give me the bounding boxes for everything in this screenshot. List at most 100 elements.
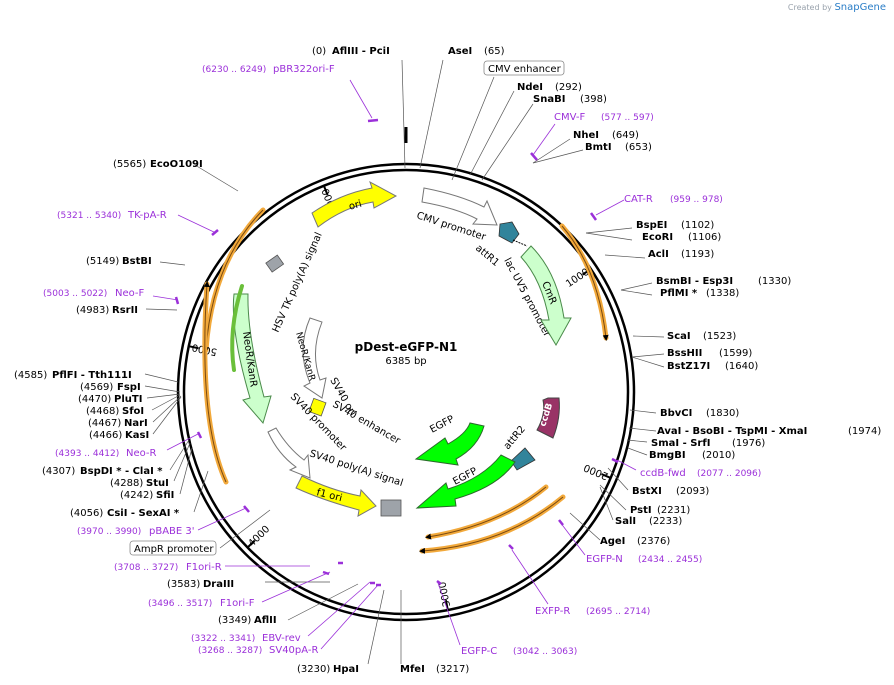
- enzyme-pos-scaI: (1523): [703, 331, 736, 342]
- enzyme-pos-stuI: (4288): [110, 478, 143, 489]
- enzyme-pos-bstBI: (5149): [86, 256, 119, 267]
- plasmid-size: 6385 bp: [385, 356, 426, 367]
- enzyme-pos-salI: (2233): [649, 516, 682, 527]
- feature-cmv-promoter[interactable]: [421, 187, 498, 226]
- leader-lines: [144, 59, 665, 665]
- primer-range-tk-pa-r: (5321 .. 5340): [57, 211, 121, 221]
- enzyme-bbvCI: BbvCI: [660, 408, 692, 419]
- attr1-hatch: [512, 239, 528, 247]
- feature-attr1-label: attR1: [473, 243, 501, 269]
- enzyme-pos-bsmBI: (1330): [758, 276, 791, 287]
- primer-neo-f: Neo-F: [115, 288, 145, 299]
- enzyme-smaI-srfI: SmaI - SrfI: [651, 438, 710, 449]
- box-ampr-promoter[interactable]: [129, 540, 217, 556]
- enzyme-ecoO109I: EcoO109I: [150, 159, 203, 170]
- tick-label: 4000: [246, 524, 272, 550]
- enzyme-stuI: StuI: [146, 478, 169, 489]
- enzyme-bstXI: BstXI: [632, 486, 662, 497]
- enzyme-pos-aclI: (1193): [681, 249, 714, 260]
- enzyme-bspEI: BspEI: [636, 220, 667, 231]
- primer-range-sv40pa-r: (3268 .. 3287): [198, 646, 262, 656]
- feature-gray-box[interactable]: [380, 499, 402, 517]
- enzyme-pos-bmgBI: (2010): [702, 450, 735, 461]
- feature-egfp-lower[interactable]: [415, 454, 516, 509]
- enzyme-pos-nheI: (649): [612, 130, 639, 141]
- feature-f1-ori-label: f1 ori: [315, 487, 343, 504]
- feature-attr2-label: attR2: [502, 424, 528, 452]
- enzyme-bstBI: BstBI: [122, 256, 152, 267]
- tick-mark: [246, 539, 256, 549]
- enzyme-avaI-group: AvaI - BsoBI - TspMI - XmaI: [657, 426, 807, 437]
- feature-cmr[interactable]: [520, 245, 572, 346]
- feature-neokan-inner[interactable]: [302, 317, 327, 399]
- enzyme-pos-rsrII: (4983): [76, 305, 109, 316]
- primer-ticks: [174, 118, 619, 587]
- plasmid-name: pDest-eGFP-N1: [355, 340, 458, 354]
- enzyme-mfeI: MfeI: [400, 664, 425, 675]
- enzyme-pos-pflFI: (4585): [14, 370, 47, 381]
- box-cmv-enhancer[interactable]: [483, 60, 565, 76]
- enzyme-ecoRI: EcoRI: [642, 232, 673, 243]
- enzyme-pos-bmtI: (653): [625, 142, 652, 153]
- primer-ccdb-fwd: ccdB-fwd: [640, 468, 686, 479]
- orf-arrow-right-core: [561, 225, 609, 341]
- enzyme-scaI: ScaI: [667, 331, 691, 342]
- enzyme-pos-csiI: (4056): [70, 508, 103, 519]
- primer-pbr322: pBR322ori-F: [273, 64, 335, 75]
- enzyme-nheI: NheI: [573, 130, 599, 141]
- feature-egfp-upper-label: EGFP: [428, 414, 456, 436]
- feature-hsv-tk-box[interactable]: [265, 254, 285, 273]
- enzyme-narI: NarI: [124, 418, 148, 429]
- primer-range-ebv-rev: (3322 .. 3341): [191, 634, 255, 644]
- enzyme-pos-bstZ17I: (1640): [725, 361, 758, 372]
- primer-range-ccdb-fwd: (2077 .. 2096): [697, 469, 761, 479]
- primer-ebv-rev: EBV-rev: [262, 633, 301, 644]
- primer-range-neo-r: (4393 .. 4412): [55, 449, 119, 459]
- enzyme-pos-sfiI: (4242): [120, 490, 153, 501]
- primer-tk-pa-r: TK-pA-R: [127, 210, 167, 221]
- enzyme-pflFI-tth111I: PflFI - Tth111I: [52, 370, 132, 381]
- feature-sv40-promoter[interactable]: [267, 427, 311, 479]
- primer-lines: [152, 79, 637, 650]
- box-cmv-enhancer-label: CMV enhancer: [488, 64, 562, 75]
- primer-range-f1ori-r: (3708 .. 3727): [114, 563, 178, 573]
- enzyme-pflMI: PflMI *: [660, 288, 698, 299]
- enzyme-draIII: DraIII: [203, 579, 234, 590]
- tick-mark: [601, 473, 612, 479]
- tick-mark: [322, 185, 329, 196]
- enzyme-bspDI-claI: BspDI * - ClaI *: [80, 466, 163, 477]
- feature-attr1[interactable]: [498, 221, 520, 244]
- feature-ccdb[interactable]: [536, 397, 560, 439]
- feature-sv40-ori-box[interactable]: [308, 397, 327, 417]
- orf-arrow-bottom2-core: [419, 496, 564, 554]
- enzyme-pos-snaBI: (398): [580, 94, 607, 105]
- enzyme-pos-ageI: (2376): [637, 536, 670, 547]
- enzyme-pos-aseI: (65): [484, 46, 505, 57]
- feature-ori[interactable]: [311, 180, 398, 228]
- feature-f1-ori[interactable]: [295, 475, 377, 517]
- feature-egfp-upper[interactable]: [414, 422, 485, 466]
- primer-range-f1ori-f: (3496 .. 3517): [148, 599, 212, 609]
- enzyme-pos-sfoI: (4468): [86, 406, 119, 417]
- feature-hsv-tk-label: HSV TK poly(A) signal: [271, 231, 325, 334]
- enzyme-pos-aflIII: (0): [312, 46, 326, 57]
- primer-cmv-f: CMV-F: [554, 112, 585, 123]
- enzyme-snaBI: SnaBI: [533, 94, 565, 105]
- feature-attr2[interactable]: [510, 447, 536, 471]
- enzyme-pos-pluTI: (4470): [78, 394, 111, 405]
- primer-egfp-n: EGFP-N: [586, 554, 623, 565]
- orf-arrow-left2-core: [203, 281, 227, 483]
- enzyme-pos-narI: (4467): [88, 418, 121, 429]
- primer-range-exfp-r: (2695 .. 2714): [586, 607, 650, 617]
- enzyme-csiI-sexAI: CsiI - SexAI *: [107, 508, 180, 519]
- enzyme-pos-kasI: (4466): [89, 430, 122, 441]
- enzyme-pos-fspI: (4569): [80, 382, 113, 393]
- tick-label: 2000: [582, 461, 610, 481]
- enzyme-pos-aflII: (3349): [218, 615, 251, 626]
- enzyme-ndeI: NdeI: [517, 82, 543, 93]
- enzyme-aclI: AclI: [648, 249, 669, 260]
- enzyme-pos-bspDI: (4307): [42, 466, 75, 477]
- enzyme-pluTI: PluTI: [114, 394, 142, 405]
- primer-exfp-r: EXFP-R: [535, 606, 570, 617]
- enzyme-pos-draIII: (3583): [167, 579, 200, 590]
